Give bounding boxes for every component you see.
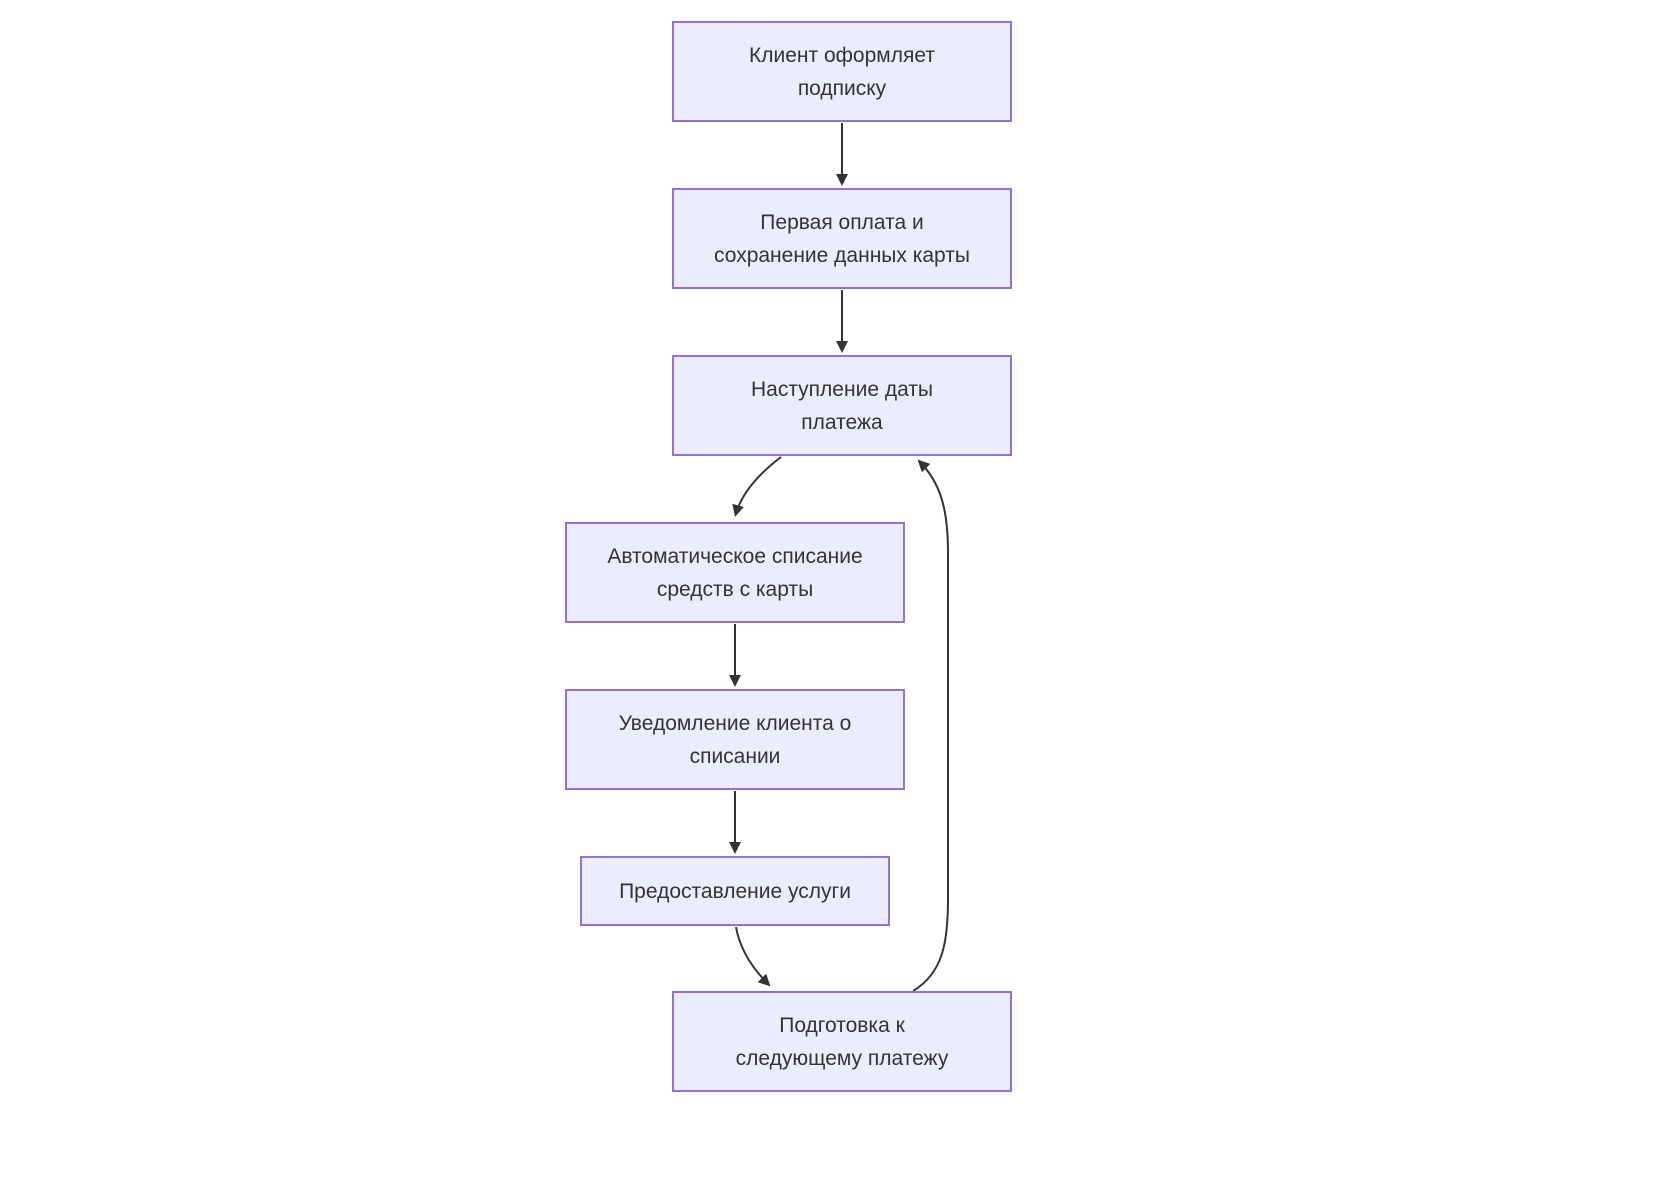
node-label-line: списании bbox=[689, 744, 781, 768]
node-service-provision: Предоставление услуги bbox=[580, 856, 890, 926]
node-prepare-next-payment: Подготовка к следующему платежу bbox=[672, 991, 1012, 1092]
node-first-payment-save-card: Первая оплата и сохранение данных карты bbox=[672, 188, 1012, 289]
node-label-line: Клиент оформляет bbox=[749, 43, 935, 67]
node-label-line: средств с карты bbox=[656, 577, 814, 601]
node-label-line: Подготовка к bbox=[779, 1013, 905, 1037]
node-label-line: подписку bbox=[797, 76, 887, 100]
node-label-line: Первая оплата и bbox=[760, 210, 924, 234]
node-charge-notification: Уведомление клиента о списании bbox=[565, 689, 905, 790]
node-label-line: Наступление даты bbox=[750, 377, 934, 401]
node-label-line: Предоставление услуги bbox=[619, 879, 851, 903]
node-automatic-charge: Автоматическое списание средств с карты bbox=[565, 522, 905, 623]
edge-service-to-next-payment bbox=[735, 926, 771, 987]
node-label-line: платежа bbox=[801, 410, 883, 434]
edge-due-date-to-auto-charge bbox=[732, 456, 782, 517]
node-client-subscribes: Клиент оформляет подписку bbox=[672, 21, 1012, 122]
node-label-line: следующему платежу bbox=[735, 1046, 949, 1070]
node-payment-due-date: Наступление даты платежа bbox=[672, 355, 1012, 456]
edge-next-payment-loop-to-due-date bbox=[912, 459, 949, 992]
node-label-line: сохранение данных карты bbox=[714, 243, 970, 267]
node-label-line: Автоматическое списание bbox=[607, 544, 863, 568]
node-label-line: Уведомление клиента о bbox=[618, 711, 852, 735]
